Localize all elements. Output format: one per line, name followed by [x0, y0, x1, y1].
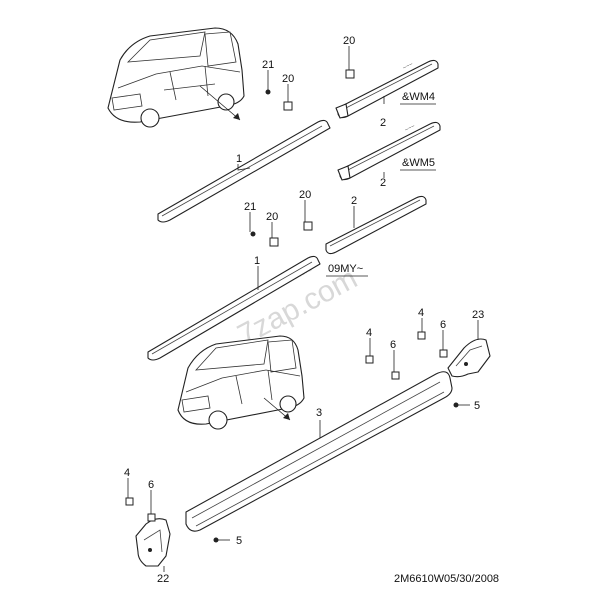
- upper-car-pointer: [199, 85, 241, 121]
- callout-2-a: 2: [380, 117, 386, 129]
- callout-6-a: 6: [440, 319, 446, 331]
- side-moulding-lower: [147, 255, 321, 361]
- clip-4-b: [365, 355, 374, 364]
- clip-4-a: [417, 331, 426, 340]
- wm5-emblem: ~~~: [404, 123, 417, 133]
- callout-20-top: 20: [343, 35, 355, 47]
- mud-guard-front: [135, 518, 171, 567]
- callout-23: 23: [472, 309, 484, 321]
- callout-20-c: 20: [266, 211, 278, 223]
- upper-car-pointer-arrow: [233, 113, 240, 120]
- variant-label-wm4: &WM4: [402, 91, 435, 103]
- variant-label-wm5: &WM5: [402, 157, 435, 169]
- callout-5-b: 5: [236, 535, 242, 547]
- callout-22: 22: [157, 573, 169, 585]
- drawing-code: 2M6610W: [394, 573, 445, 585]
- callout-21-b: 21: [244, 201, 256, 213]
- callout-2-c: 2: [351, 195, 357, 207]
- callout-21-a: 21: [262, 59, 274, 71]
- pin-21-b: [250, 231, 256, 237]
- callout-1-b: 1: [254, 255, 260, 267]
- door-moulding-wm4: ~~~: [335, 59, 439, 119]
- callout-20-a: 20: [282, 73, 294, 85]
- door-moulding-wm5: ~~~: [337, 121, 441, 181]
- car-illustration-upper: [107, 27, 245, 128]
- clip-20-a: [283, 101, 293, 111]
- callout-6-c: 6: [148, 479, 154, 491]
- callout-4-c: 4: [124, 467, 130, 479]
- callout-3: 3: [316, 407, 322, 419]
- clip-6-b: [391, 371, 400, 380]
- clip-6-c: [147, 513, 156, 522]
- clip-6-a: [439, 349, 448, 358]
- variant-label-09my: 09MY~: [328, 263, 363, 275]
- mud-guard-rear: [447, 338, 491, 378]
- wm4-emblem: ~~~: [402, 61, 415, 71]
- side-moulding-upper: [157, 119, 331, 223]
- callout-5-a: 5: [474, 400, 480, 412]
- lower-car-pointer-arrow: [283, 413, 290, 420]
- drawing-date: 05/30/2008: [444, 573, 499, 585]
- callout-4-a: 4: [418, 307, 424, 319]
- car-illustration-lower: [177, 335, 305, 430]
- door-moulding-09my: [325, 195, 427, 255]
- clip-20-c: [269, 237, 279, 247]
- side-sill-panel: [185, 371, 453, 532]
- callout-1-a: 1: [236, 153, 242, 165]
- callout-6-b: 6: [390, 339, 396, 351]
- callout-2-b: 2: [380, 177, 386, 189]
- leader-lines: [127, 46, 479, 572]
- pin-21-a: [265, 89, 271, 95]
- clip-4-c: [125, 497, 134, 506]
- clip-20-b: [303, 221, 313, 231]
- clip-20-top: [345, 69, 355, 79]
- callout-4-b: 4: [366, 327, 372, 339]
- callout-20-b: 20: [299, 189, 311, 201]
